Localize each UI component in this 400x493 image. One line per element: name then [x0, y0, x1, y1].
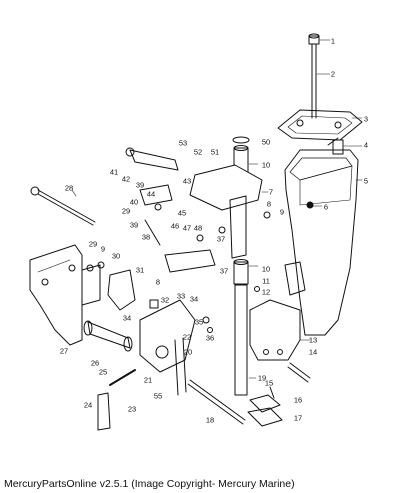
tilt-handle	[97, 392, 111, 431]
reverse-lock-bracket	[139, 299, 196, 396]
callout-c12: 12	[261, 287, 271, 297]
callout-c5: 5	[363, 176, 369, 186]
callout-c27: 27	[59, 346, 69, 356]
callout-c39a: 39	[135, 180, 145, 190]
callout-c44: 44	[146, 189, 156, 199]
callout-c43: 43	[182, 176, 192, 186]
callout-c9b: 9	[100, 244, 106, 254]
callout-c47: 47	[182, 223, 192, 233]
callout-c39b: 39	[129, 220, 139, 230]
callout-c14: 14	[308, 347, 318, 357]
callout-c53: 53	[178, 138, 188, 148]
copyright-footer: MercuryPartsOnline v2.5.1 (Image Copyrig…	[4, 478, 295, 490]
callout-c25: 25	[98, 367, 108, 377]
callout-c37b: 37	[219, 266, 229, 276]
callout-c3: 3	[363, 114, 369, 124]
callout-c28: 28	[64, 183, 74, 193]
callout-c4: 4	[363, 140, 369, 150]
callout-c20: 20	[183, 347, 193, 357]
tilt-pin-and-rod	[109, 369, 246, 425]
callout-c8a: 8	[266, 199, 272, 209]
drive-shaft-housing	[284, 137, 363, 336]
swivel-bracket	[249, 299, 311, 383]
callout-c38: 38	[141, 232, 151, 242]
callout-c24: 24	[83, 400, 93, 410]
callout-c51: 51	[210, 147, 220, 157]
callout-c55: 55	[153, 391, 163, 401]
callout-c10b: 10	[261, 264, 271, 274]
retaining-clips	[247, 386, 283, 427]
callout-c29b: 29	[88, 239, 98, 249]
callout-c37a: 37	[216, 234, 226, 244]
through-bolt	[30, 186, 96, 226]
callout-c46: 46	[170, 221, 180, 231]
drive-shaft-assembly	[308, 33, 331, 119]
callout-c34a: 34	[189, 294, 199, 304]
callout-c31: 31	[135, 265, 145, 275]
callout-c16: 16	[293, 395, 303, 405]
tilt-lock-lever	[83, 269, 136, 352]
callout-c15: 15	[264, 378, 274, 388]
callout-c34b: 34	[122, 313, 132, 323]
swivel-tube-assembly	[189, 136, 269, 396]
callout-c42: 42	[121, 174, 131, 184]
callout-c1: 1	[330, 36, 336, 46]
callout-c18: 18	[205, 415, 215, 425]
callout-c52: 52	[193, 147, 203, 157]
callout-c36: 36	[205, 333, 215, 343]
callout-c21: 21	[143, 375, 153, 385]
callout-c8b: 8	[155, 277, 161, 287]
callout-c35: 35	[194, 317, 204, 327]
callout-c19: 19	[257, 373, 267, 383]
callout-c50: 50	[261, 137, 271, 147]
callout-c41: 41	[109, 167, 119, 177]
callout-c11: 11	[262, 276, 270, 286]
callout-c22: 22	[182, 332, 192, 342]
upper-linkage	[125, 147, 226, 273]
callout-c29a: 29	[121, 206, 131, 216]
transom-clamp-bracket	[29, 244, 101, 346]
callout-c23: 23	[127, 404, 137, 414]
callout-c26: 26	[90, 358, 100, 368]
callout-c2: 2	[330, 69, 336, 79]
callout-c30: 30	[111, 251, 121, 261]
callout-c17: 17	[293, 413, 303, 423]
callout-c9a: 9	[279, 207, 285, 217]
callout-c7: 7	[268, 187, 274, 197]
washers-and-nuts	[86, 203, 271, 333]
callout-c40: 40	[129, 197, 139, 207]
callout-c48: 48	[193, 223, 203, 233]
gasket-plate	[277, 109, 363, 141]
callout-c45: 45	[177, 208, 187, 218]
callout-c10a: 10	[261, 160, 271, 170]
callout-c6: 6	[323, 202, 329, 212]
callout-c32: 32	[160, 295, 170, 305]
callout-c33: 33	[176, 291, 186, 301]
callout-c13: 13	[308, 335, 318, 345]
